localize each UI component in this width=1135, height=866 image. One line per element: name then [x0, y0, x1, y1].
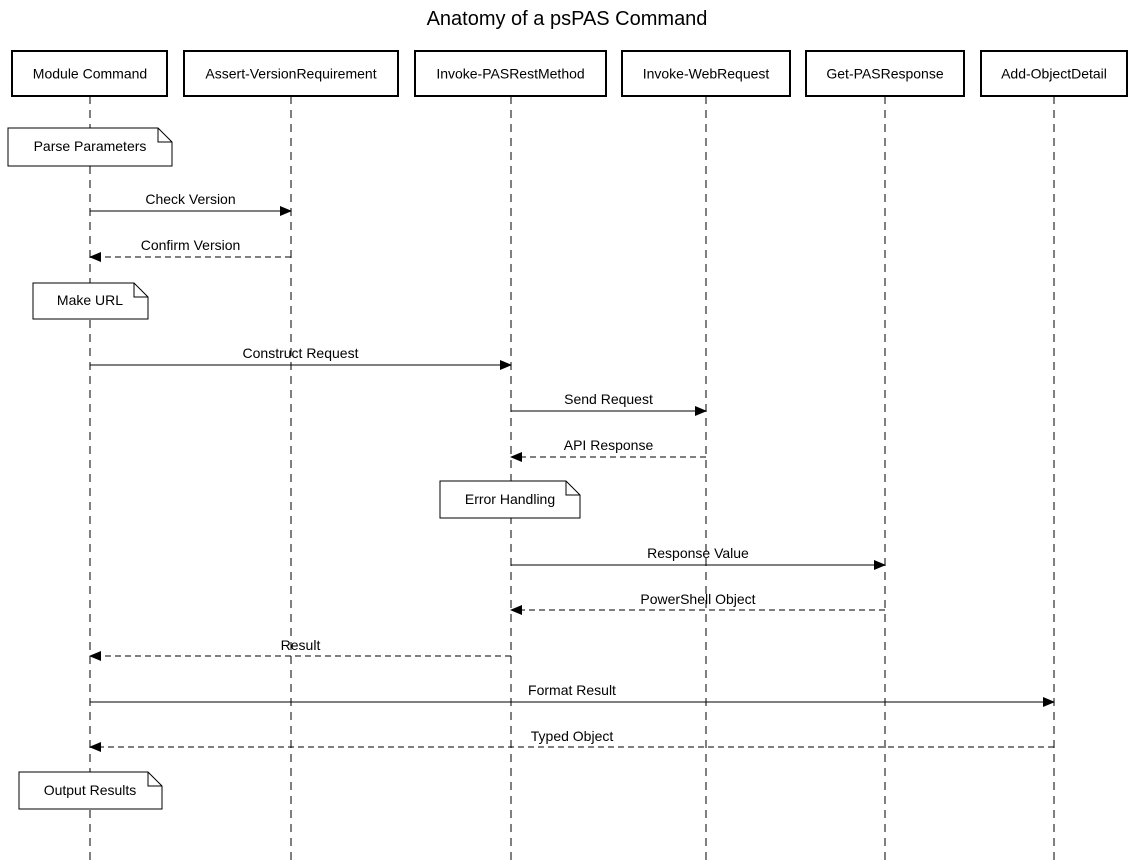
note-make-url: Make URL [57, 292, 123, 308]
participant-label-add-objectdetail: Add-ObjectDetail [1001, 66, 1107, 82]
participant-box-invoke-webrequest [621, 50, 791, 97]
participant-box-add-objectdetail [980, 50, 1128, 97]
message-label-format-result: Format Result [528, 682, 616, 698]
note-box-error-handling [439, 480, 581, 519]
participant-box-get-pasresponse [805, 50, 965, 97]
note-output-results: Output Results [44, 782, 137, 798]
message-label-powershell-object: PowerShell Object [640, 591, 755, 607]
participant-box-module-command [11, 50, 168, 97]
note-fold-error-handling [565, 481, 580, 496]
participant-box-invoke-pasrestmethod [414, 50, 607, 97]
message-label-construct-request: Construct Request [243, 345, 359, 361]
message-label-check-version: Check Version [145, 191, 235, 207]
message-label-send-request: Send Request [564, 391, 653, 407]
note-fold-output-results [147, 772, 162, 787]
participant-label-get-pasresponse: Get-PASResponse [826, 66, 943, 82]
message-label-confirm-version: Confirm Version [141, 237, 241, 253]
message-label-api-response: API Response [564, 437, 654, 453]
participant-label-invoke-webrequest: Invoke-WebRequest [643, 66, 770, 82]
note-box-make-url [32, 282, 149, 320]
participant-label-module-command: Module Command [33, 66, 147, 82]
participant-label-invoke-pasrestmethod: Invoke-PASRestMethod [436, 66, 584, 82]
note-box-parse-parameters [7, 127, 173, 167]
diagram-title: Anatomy of a psPAS Command [427, 8, 708, 30]
note-parse-parameters: Parse Parameters [34, 138, 147, 154]
note-error-handling: Error Handling [465, 491, 555, 507]
participant-label-assert-versionrequirement: Assert-VersionRequirement [205, 66, 376, 82]
note-fold-make-url [133, 283, 148, 298]
note-fold-parse-parameters [157, 128, 172, 143]
message-label-response-value: Response Value [647, 545, 749, 561]
note-box-output-results [18, 771, 163, 810]
participant-box-assert-versionrequirement [183, 50, 399, 97]
message-label-typed-object: Typed Object [531, 728, 614, 744]
message-label-result: Result [281, 637, 321, 653]
